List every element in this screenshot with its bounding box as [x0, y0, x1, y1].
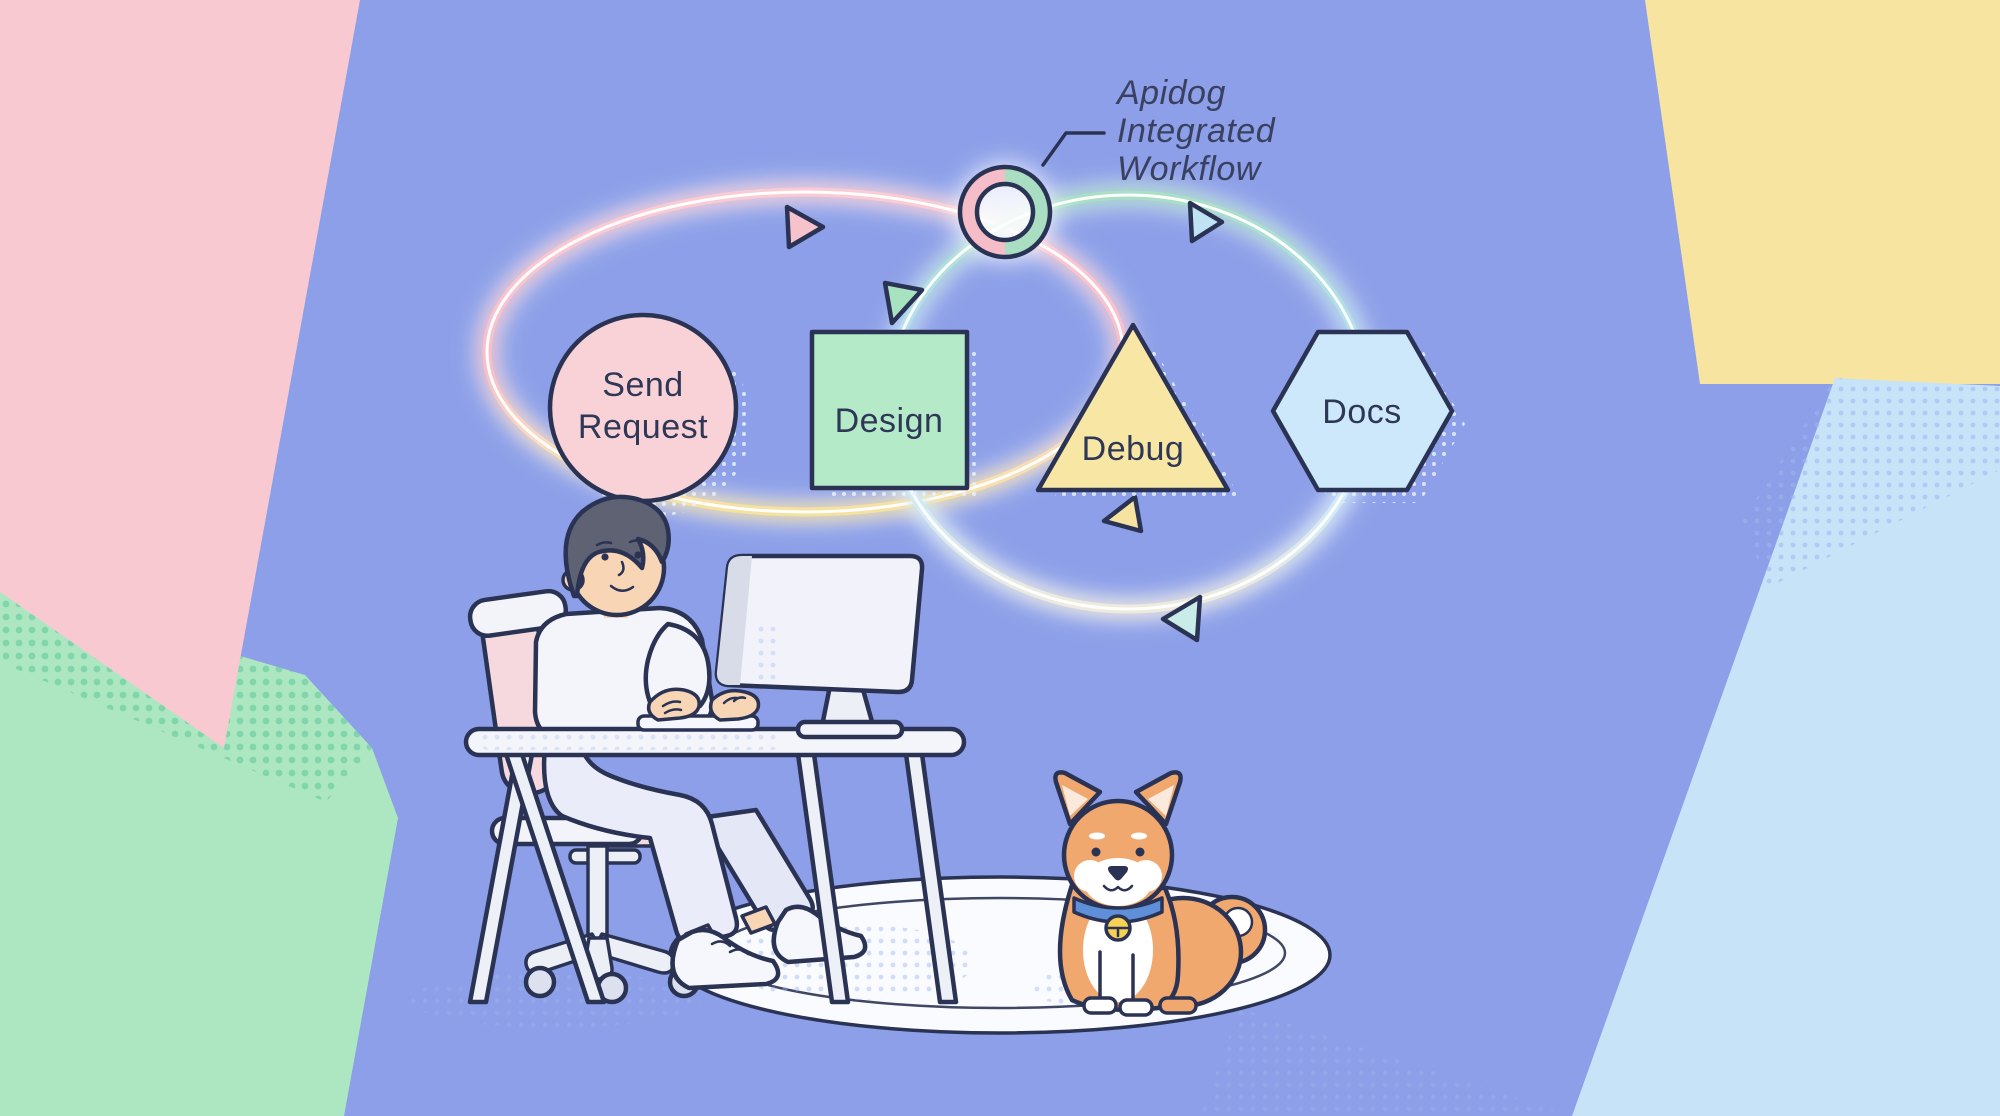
floor-halftone-bottom-right [1200, 1008, 1572, 1116]
dog-cheek-right [1130, 860, 1162, 892]
person-eye-right [634, 551, 642, 559]
person-hair [563, 494, 671, 599]
cycle-ring-outer-outline [957, 164, 1053, 260]
callout-line3: Workflow [1117, 150, 1263, 188]
callout-line1: Apidog [1115, 74, 1226, 112]
monitor-halftone [752, 620, 778, 680]
node-docs-label: Docs [1322, 393, 1401, 431]
dog-ear-left-inner [1062, 785, 1088, 816]
person-eyebrows [595, 539, 646, 547]
dog-eye-left [1091, 847, 1101, 857]
dog-collar [1072, 896, 1164, 924]
flow-arrow-yellow-icon [1101, 494, 1144, 534]
cycle-ring-pink-half [960, 167, 1006, 257]
node-send-request-label-line1: Send [602, 366, 683, 404]
dog-front-paw-left [1082, 996, 1118, 1015]
person-smile [609, 584, 635, 592]
corner-polygon-pink [0, 0, 360, 748]
flow-arrow-green-icon [882, 280, 925, 326]
monitor-foot [795, 719, 905, 740]
person-shoe-front [670, 927, 781, 991]
desk-top-halftone [480, 734, 780, 750]
dog-front-leg-lines [1098, 950, 1135, 1004]
workflow-node-debug [1035, 322, 1231, 493]
chair-post [586, 844, 609, 946]
node-debug-label: Debug [1082, 430, 1185, 468]
cycle-ring [957, 131, 1106, 260]
dog-ear-right-inner [1148, 785, 1174, 816]
callout-line2: Integrated [1117, 112, 1276, 150]
dog-brow-left [1089, 832, 1105, 840]
cycle-ring-green-half [1004, 167, 1050, 257]
flow-arrow-pink-icon [784, 204, 826, 250]
workflow-node-design [809, 329, 970, 491]
person-hand-right [708, 688, 761, 722]
corner-polygon-lightblue [1572, 378, 2000, 1116]
callout-line [1041, 131, 1106, 167]
node-send-request-label-line2: Request [578, 408, 708, 446]
dog-mouth [1102, 884, 1134, 892]
cycle-ring-inner-outline [974, 181, 1036, 243]
dog-cheek-left [1074, 860, 1106, 892]
flow-arrow-blue-icon [1187, 200, 1225, 244]
dog-brow-right [1131, 832, 1147, 840]
keyboard-and-hands [636, 687, 761, 732]
monitor-side-edge [716, 556, 752, 685]
hand-finger-lines [661, 696, 747, 715]
flow-arrow-cyan-icon [1160, 594, 1203, 643]
shiba-dog [1053, 770, 1268, 1017]
dog-nose [1108, 866, 1128, 881]
person-eye-left [601, 553, 609, 561]
desk [463, 726, 967, 1005]
corner-polygon-lightblue-halftone [1742, 378, 2000, 588]
person-leg-front [541, 742, 740, 946]
workflow-node-docs [1270, 329, 1455, 493]
monitor [714, 553, 925, 740]
shoe-lace-lines [710, 940, 750, 956]
workflow-nodes: Send Request Design Debug Docs [547, 312, 1465, 516]
person-nose [617, 560, 625, 577]
person-hand-left [646, 687, 701, 722]
dog-front-paw-right [1118, 998, 1154, 1017]
chair-wheel-left [523, 965, 557, 999]
dog-eye-right [1135, 847, 1145, 857]
callout-text: Apidog Integrated Workflow [1115, 74, 1276, 188]
corner-polygon-yellow [1645, 0, 2000, 384]
dog-hind-paw [1158, 996, 1198, 1015]
node-design-label: Design [835, 402, 944, 440]
dog-bell-slit [1106, 926, 1130, 938]
